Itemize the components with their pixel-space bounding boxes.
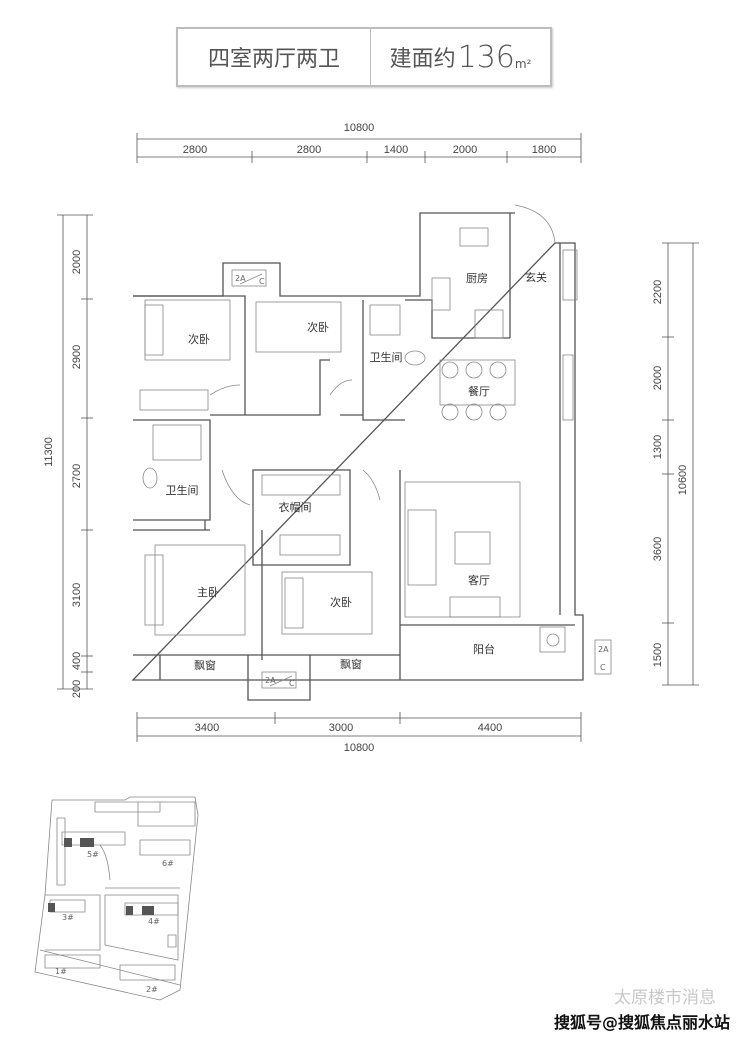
area-value: 136: [457, 39, 515, 75]
room-bathroom: 卫生间: [370, 350, 403, 364]
room-master-bedroom: 主卧: [197, 586, 219, 599]
ac-label: C: [600, 663, 606, 672]
dim-bottom: 3000: [329, 722, 353, 734]
dim-top: 2800: [183, 144, 207, 156]
dim-right: 1500: [652, 643, 664, 667]
ac-unit: 2A C: [261, 671, 297, 689]
ac-label: 2A: [265, 676, 276, 685]
dim-left: 3100: [71, 583, 83, 607]
dim-left: 400: [71, 652, 83, 670]
building-label: 3#: [62, 913, 74, 922]
building-label: 2#: [146, 985, 158, 994]
room-bedroom: 次卧: [330, 595, 352, 609]
ac-unit: 2A C: [594, 639, 612, 675]
walls: [131, 204, 584, 701]
dim-top: 2000: [453, 144, 477, 156]
dim-left-total: 11300: [43, 437, 55, 467]
room-living: 客厅: [468, 573, 490, 587]
dim-bottom: 4400: [478, 722, 502, 734]
room-bay-window: 飘窗: [194, 658, 216, 672]
dim-top-total: 10800: [344, 122, 375, 134]
dim-top: 2800: [297, 144, 321, 156]
building-label: 5#: [87, 850, 99, 859]
dim-top: 1800: [532, 144, 556, 156]
dimension-right: [662, 242, 699, 686]
dim-right: 1300: [652, 435, 664, 459]
site-plan: 5# 6# 3# 4# 1# 2#: [34, 796, 199, 1001]
dim-left: 2700: [71, 464, 83, 488]
dimension-bottom: [136, 712, 582, 742]
ac-label: C: [289, 679, 295, 688]
building-label: 1#: [55, 967, 67, 976]
layout-type: 四室两厅两卫: [178, 29, 371, 85]
dim-right: 2000: [652, 366, 664, 390]
room-closet: 衣帽间: [279, 500, 312, 514]
dim-right: 2200: [652, 280, 664, 304]
building-label: 4#: [148, 917, 160, 926]
ac-label: 2A: [598, 645, 609, 654]
area-unit: m²: [514, 57, 532, 71]
room-entry: 玄关: [525, 270, 547, 284]
dim-top: 1400: [384, 144, 408, 156]
ac-unit: 2A C: [231, 269, 267, 287]
room-bay-window: 飘窗: [340, 657, 362, 671]
dim-left: 2900: [71, 345, 83, 369]
room-dining: 餐厅: [468, 384, 490, 398]
building-label: 6#: [162, 859, 174, 868]
watermark-wechat: 太原楼市消息: [614, 988, 716, 1008]
dim-bottom-total: 10800: [344, 742, 375, 754]
dim-left: 2000: [71, 250, 83, 274]
dim-bottom: 3400: [195, 722, 219, 734]
dim-right-total: 10600: [677, 465, 689, 496]
ac-label: C: [259, 277, 265, 286]
dim-right: 3600: [652, 537, 664, 561]
furniture: [139, 227, 578, 653]
dimension-top: [136, 133, 582, 163]
ac-label: 2A: [235, 274, 246, 283]
title-box: 四室两厅两卫 建面约 136 m²: [176, 27, 552, 87]
dim-left: 200: [71, 680, 83, 698]
room-balcony: 阳台: [473, 642, 495, 656]
room-bedroom: 次卧: [188, 332, 210, 346]
area-prefix: 建面约: [389, 47, 456, 72]
room-bedroom: 次卧: [307, 320, 329, 334]
area-label: 建面约 136 m²: [371, 29, 550, 85]
room-kitchen: 厨房: [466, 272, 488, 285]
dimension-left: [57, 214, 93, 690]
room-bathroom: 卫生间: [166, 483, 199, 497]
watermark-sohu: 搜狐号@搜狐焦点丽水站: [553, 1013, 730, 1032]
